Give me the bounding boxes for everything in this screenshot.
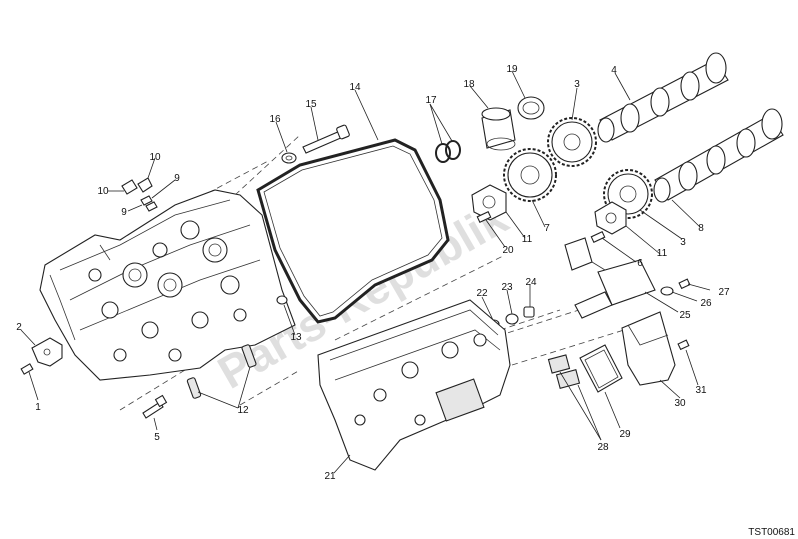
- part-6-bolt: [590, 231, 606, 243]
- part-23-washer: [505, 313, 519, 325]
- part-31-bolt: [677, 339, 690, 351]
- callout-10-upper: 10: [149, 152, 161, 163]
- part-10-studs: [121, 177, 158, 212]
- callout-21: 21: [324, 471, 336, 482]
- callout-14: 14: [349, 82, 361, 93]
- part-26-washer: [660, 286, 674, 296]
- part-7-gear: [503, 148, 557, 202]
- cylinder-head: [39, 189, 296, 381]
- callout-30: 30: [674, 398, 686, 409]
- part-21-head-cover: [317, 299, 511, 471]
- callout-18: 18: [463, 79, 475, 90]
- part-17-orings: [435, 140, 461, 163]
- part-29-seal: [579, 344, 623, 393]
- callout-11-upper: 11: [522, 234, 533, 245]
- callout-17: 17: [425, 95, 437, 106]
- part-20-bolt: [476, 211, 492, 223]
- part-13-plug: [276, 295, 288, 305]
- callout-9-lower: 9: [121, 207, 127, 218]
- callout-9-upper: 9: [174, 173, 180, 184]
- part-14-gasket: [256, 138, 450, 324]
- callout-4: 4: [611, 65, 617, 76]
- callout-15: 15: [305, 99, 317, 110]
- part-4-camshaft: [597, 52, 729, 143]
- drawing-code: TST00681: [748, 527, 795, 538]
- callout-26: 26: [700, 298, 712, 309]
- part-28-terminals: [547, 354, 581, 390]
- callout-19: 19: [506, 64, 518, 75]
- callout-20: 20: [502, 245, 514, 256]
- callout-8: 8: [698, 223, 704, 234]
- part-3-gear-upper: [547, 117, 597, 167]
- callout-29: 29: [619, 429, 631, 440]
- part-5-bolt: [142, 394, 168, 419]
- callout-25: 25: [679, 310, 691, 321]
- callout-5: 5: [154, 432, 160, 443]
- part-30-coil-cover: [621, 311, 676, 386]
- callout-10-lower: 10: [97, 186, 109, 197]
- part-24-bolt: [523, 306, 535, 318]
- part-1-bolt: [20, 363, 34, 375]
- part-11-plate-lower: [594, 201, 627, 235]
- part-8-camshaft: [653, 108, 784, 203]
- part-27-bolt: [678, 278, 691, 290]
- callout-1: 1: [35, 402, 41, 413]
- callout-28: 28: [597, 442, 609, 453]
- callout-7: 7: [544, 223, 550, 234]
- part-2-bracket: [31, 337, 63, 367]
- part-16-washer: [281, 152, 297, 164]
- callout-22: 22: [476, 288, 488, 299]
- part-19-ring: [517, 96, 545, 120]
- part-18-sleeve: [481, 107, 516, 151]
- callout-16: 16: [269, 114, 281, 125]
- callout-2: 2: [16, 322, 22, 333]
- callout-12: 12: [237, 405, 249, 416]
- part-12-dowels: [186, 344, 257, 399]
- callout-23: 23: [501, 282, 513, 293]
- callout-24: 24: [525, 277, 537, 288]
- callout-3-lower: 3: [680, 237, 686, 248]
- callout-labels: 1 2 3 3 4 5 6 7 8 9 9 10 10 11 11 12 13 …: [16, 64, 730, 482]
- part-25-solenoid: [564, 237, 656, 319]
- callout-11-lower: 11: [657, 248, 668, 259]
- callout-6: 6: [637, 258, 643, 269]
- callout-27: 27: [718, 287, 730, 298]
- part-15-bolt: [302, 124, 350, 154]
- leader-lines: [20, 70, 711, 474]
- callout-31: 31: [695, 385, 707, 396]
- callout-13: 13: [290, 332, 302, 343]
- callout-3-upper: 3: [574, 79, 580, 90]
